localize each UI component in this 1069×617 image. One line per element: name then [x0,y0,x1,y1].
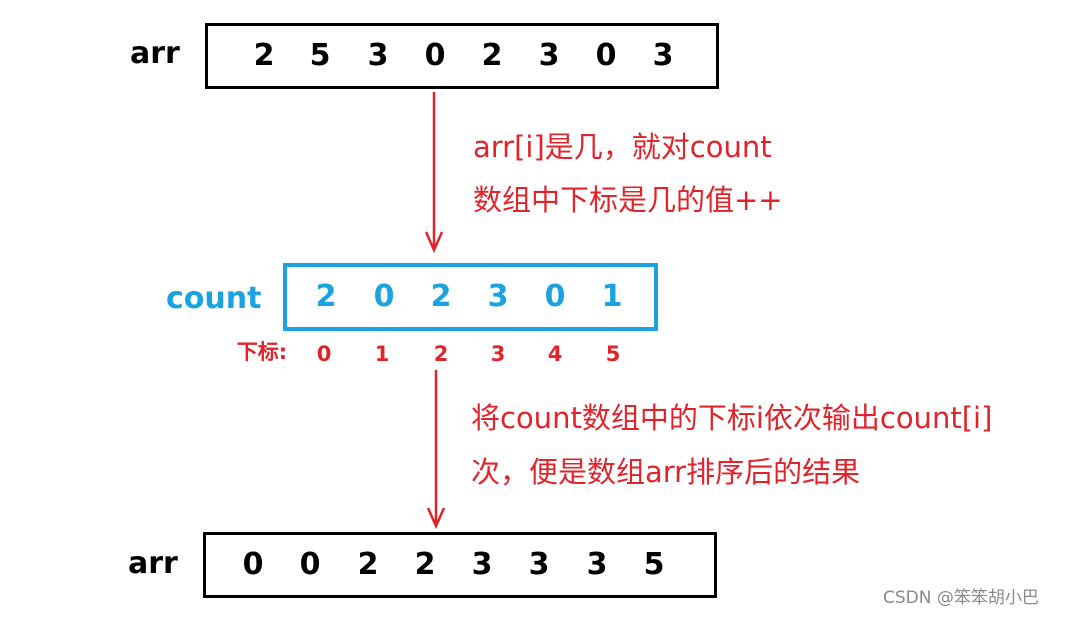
note-2-line-1: 将count数组中的下标i依次输出count[i] [471,401,993,435]
bottom-array-cell: 3 [471,547,493,582]
count-array-cell: 2 [430,279,452,314]
bottom-array-label: arr [128,546,178,581]
top-array-cell: 2 [481,38,503,73]
arrow-arr-to-count [424,92,444,254]
arrow-count-to-sorted-arr [426,370,446,530]
index-value: 2 [433,342,449,366]
bottom-array-cell: 0 [299,547,321,582]
index-value: 0 [316,342,332,366]
bottom-array-cell: 2 [357,547,379,582]
top-array-cell: 0 [424,38,446,73]
count-array-cell: 0 [373,279,395,314]
bottom-array-cell: 3 [586,547,608,582]
note-1-line-1: arr[i]是几，就对count [473,130,772,164]
bottom-array-cell: 3 [528,547,550,582]
top-array-cell: 5 [309,38,331,73]
count-array-cell: 1 [601,279,623,314]
count-array-cell: 2 [315,279,337,314]
note-2-line-2: 次，便是数组arr排序后的结果 [471,455,861,489]
top-array-cell: 0 [595,38,617,73]
top-array-cell: 2 [253,38,275,73]
note-1-line-2: 数组中下标是几的值++ [473,183,783,217]
bottom-array-box: 0 0 2 2 3 3 3 5 [203,532,717,598]
top-array-label: arr [130,36,180,71]
index-value: 4 [547,342,563,366]
bottom-array-cell: 0 [242,547,264,582]
top-array-cell: 3 [652,38,674,73]
index-value: 3 [490,342,506,366]
count-array-box: 2 0 2 3 0 1 [283,263,658,331]
top-array-cell: 3 [538,38,560,73]
count-array-cell: 0 [544,279,566,314]
watermark: CSDN @笨笨胡小巴 [883,588,1039,608]
index-row-label: 下标: [236,340,288,364]
top-array-cell: 3 [367,38,389,73]
index-value: 5 [605,342,621,366]
index-value: 1 [374,342,390,366]
count-array-label: count [166,281,262,316]
bottom-array-cell: 2 [414,547,436,582]
bottom-array-cell: 5 [643,547,665,582]
count-array-cell: 3 [487,279,509,314]
top-array-box: 2 5 3 0 2 3 0 3 [205,23,719,89]
